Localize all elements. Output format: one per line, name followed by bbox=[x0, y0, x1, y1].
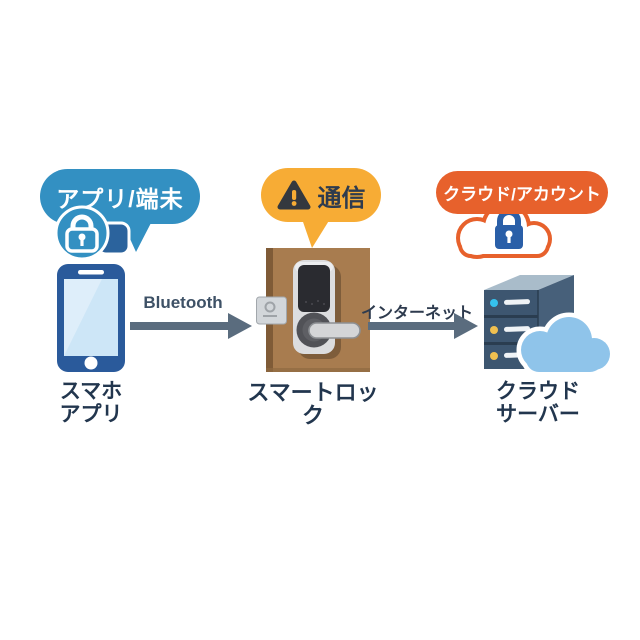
internet-label: インターネット bbox=[360, 305, 473, 322]
cloud-with-padlock-icon bbox=[456, 202, 552, 259]
internet-arrow bbox=[368, 313, 478, 339]
server-label-line2: サーバー bbox=[496, 403, 580, 426]
phone-label: スマホ アプリ bbox=[40, 380, 142, 426]
phone-label-line2: アプリ bbox=[59, 403, 123, 426]
cloud-server-icon bbox=[484, 275, 615, 377]
callout-communication-tail bbox=[302, 219, 330, 248]
smart-lock-label: スマートロック bbox=[247, 380, 379, 428]
smartphone-icon bbox=[57, 264, 125, 372]
callout-communication-label: 通信 bbox=[317, 184, 366, 212]
bluetooth-label: Bluetooth bbox=[143, 293, 223, 312]
warning-icon bbox=[277, 180, 310, 210]
bluetooth-arrow bbox=[130, 313, 252, 339]
phone-label-line1: スマホ bbox=[59, 380, 123, 403]
callout-communication: 通信 bbox=[261, 168, 381, 222]
smart-lock-icon bbox=[256, 248, 370, 372]
callout-cloud-account: クラウド/アカウント bbox=[436, 171, 608, 214]
callout-cloud-account-label: クラウド/アカウント bbox=[443, 185, 601, 204]
server-label-line1: クラウド bbox=[496, 380, 580, 403]
server-label: クラウド サーバー bbox=[473, 380, 603, 426]
padlock-and-device-icon bbox=[54, 205, 131, 261]
